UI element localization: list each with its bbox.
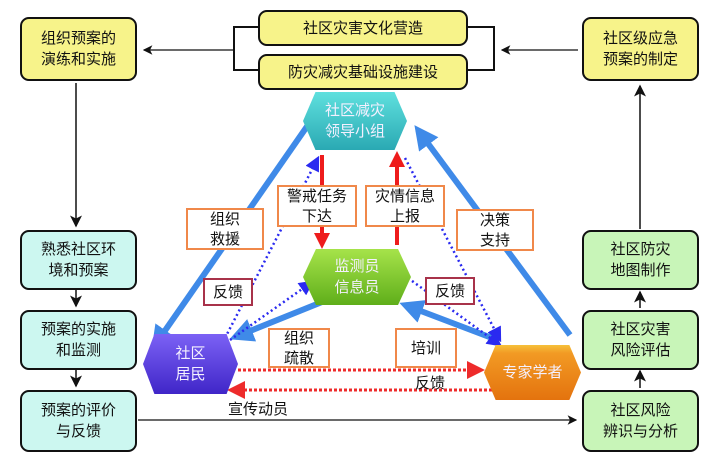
evaluate-line2: 与反馈 bbox=[55, 422, 101, 440]
report-label: 灾情信息 上报 bbox=[365, 185, 445, 227]
report-line2: 上报 bbox=[389, 207, 420, 225]
leadership-line2: 领导小组 bbox=[324, 122, 385, 140]
evaluate-line1: 预案的评价 bbox=[40, 401, 116, 419]
implement-line1: 预案的实施 bbox=[40, 320, 116, 338]
decision-line2: 支持 bbox=[479, 231, 510, 249]
drill-box: 组织预案的 演练和实施 bbox=[20, 17, 137, 81]
map-line1: 社区防灾 bbox=[610, 240, 671, 258]
risk-assessment-line1: 社区灾害 bbox=[610, 320, 671, 338]
drill-line1: 组织预案的 bbox=[40, 29, 116, 47]
implement-line2: 和监测 bbox=[55, 341, 101, 359]
monitor-line1: 监测员 bbox=[334, 257, 380, 275]
rescue-line1: 组织 bbox=[209, 210, 240, 228]
infrastructure-text: 防灾减灾基础设施建设 bbox=[287, 62, 438, 81]
decision-line1: 决策 bbox=[479, 211, 510, 229]
warning-label: 警戒任务 下达 bbox=[277, 185, 357, 227]
residents-node: 社区 居民 bbox=[143, 334, 238, 394]
evacuate-line1: 组织 bbox=[283, 329, 314, 347]
feedback-left-text: 反馈 bbox=[212, 283, 243, 301]
decision-label: 决策 支持 bbox=[456, 209, 534, 251]
familiarize-box: 熟悉社区环 境和预案 bbox=[20, 230, 137, 290]
feedback-left-label: 反馈 bbox=[203, 278, 253, 306]
familiarize-line1: 熟悉社区环 bbox=[40, 240, 116, 258]
feedback-right-label: 反馈 bbox=[425, 277, 475, 305]
plan-box: 社区级应急 预案的制定 bbox=[582, 17, 699, 81]
evaluate-box: 预案的评价 与反馈 bbox=[20, 390, 137, 452]
monitor-node: 监测员 信息员 bbox=[303, 249, 411, 305]
bracket-left bbox=[233, 26, 258, 71]
bracket-right bbox=[467, 26, 495, 71]
arrow-evacuate bbox=[229, 299, 324, 342]
map-box: 社区防灾 地图制作 bbox=[582, 230, 699, 290]
experts-text: 专家学者 bbox=[502, 363, 563, 381]
feedback-right-text: 反馈 bbox=[434, 282, 465, 300]
plan-line1: 社区级应急 bbox=[602, 29, 678, 47]
warning-line1: 警戒任务 bbox=[286, 187, 347, 205]
leadership-node: 社区减灾 领导小组 bbox=[303, 92, 407, 150]
risk-identification-line1: 社区风险 bbox=[610, 401, 671, 419]
evacuate-line2: 疏散 bbox=[283, 349, 314, 367]
plan-line2: 预案的制定 bbox=[602, 50, 678, 68]
feedback-bottom-text: 反馈 bbox=[415, 374, 446, 392]
warning-line2: 下达 bbox=[301, 207, 332, 225]
risk-identification-box: 社区风险 辨识与分析 bbox=[582, 390, 699, 452]
training-text: 培训 bbox=[410, 339, 441, 357]
report-line1: 灾情信息 bbox=[374, 187, 435, 205]
leadership-line1: 社区减灾 bbox=[324, 101, 385, 119]
dotted-monitor-experts bbox=[407, 276, 503, 347]
arrow-training bbox=[399, 300, 494, 341]
mobilize-text: 宣传动员 bbox=[228, 400, 289, 418]
dotted-residents-monitor bbox=[229, 280, 315, 342]
map-line2: 地图制作 bbox=[610, 261, 671, 279]
experts-node: 专家学者 bbox=[484, 345, 581, 400]
dotted-leader-experts bbox=[403, 157, 502, 343]
risk-assessment-box: 社区灾害 风险评估 bbox=[582, 310, 699, 370]
risk-assessment-line2: 风险评估 bbox=[610, 341, 671, 359]
residents-line2: 居民 bbox=[175, 365, 206, 383]
culture-text: 社区灾害文化营造 bbox=[302, 18, 423, 37]
infrastructure-box: 防灾减灾基础设施建设 bbox=[258, 54, 468, 90]
monitor-line2: 信息员 bbox=[334, 278, 380, 296]
evacuate-label: 组织 疏散 bbox=[268, 328, 330, 368]
training-label: 培训 bbox=[395, 328, 457, 368]
implement-box: 预案的实施 和监测 bbox=[20, 310, 137, 370]
drill-line2: 演练和实施 bbox=[40, 50, 116, 68]
risk-identification-line2: 辨识与分析 bbox=[602, 422, 678, 440]
culture-box: 社区灾害文化营造 bbox=[258, 10, 468, 46]
residents-line1: 社区 bbox=[175, 344, 206, 362]
familiarize-line2: 境和预案 bbox=[48, 261, 109, 279]
rescue-label: 组织 救援 bbox=[186, 208, 264, 250]
rescue-line2: 救援 bbox=[209, 230, 240, 248]
dotted-residents-leader bbox=[223, 155, 320, 339]
